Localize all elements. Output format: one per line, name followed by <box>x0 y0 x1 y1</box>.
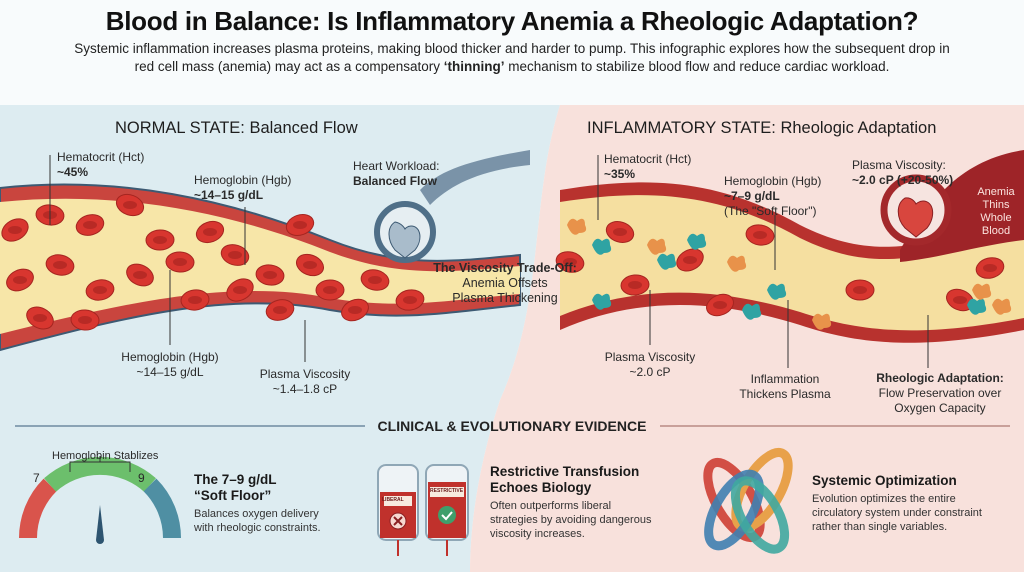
inflam-hgb: Hemoglobin (Hgb)~7–9 g/dL(The "Soft Floo… <box>724 174 822 218</box>
red-blood-cell-center <box>613 228 627 236</box>
red-blood-cell-center <box>713 301 727 309</box>
systemic-knot-icon <box>703 448 793 554</box>
normal-hgb-bottom: Hemoglobin (Hgb)~14–15 g/dL <box>121 350 219 379</box>
subtitle-line-2-end: mechanism to stabilize blood flow and re… <box>504 59 890 74</box>
page-title: Blood in Balance: Is Inflammatory Anemia… <box>105 6 919 36</box>
red-blood-cell-center <box>8 226 22 234</box>
red-blood-cell-center <box>123 201 137 209</box>
gauge-label: Hemoglobin Stablizes <box>52 450 159 462</box>
plasma-protein <box>567 218 587 235</box>
red-blood-cell-center <box>33 314 47 322</box>
inflammatory-heading: INFLAMMATORY STATE: Rheologic Adaptation <box>587 119 937 137</box>
red-blood-cell-center <box>983 264 997 272</box>
normal-hct: Hematocrit (Hct)~45% <box>57 150 145 179</box>
inflam-hct: Hematocrit (Hct)~35% <box>604 152 692 181</box>
heart-normal-icon <box>374 150 530 263</box>
red-blood-cell-center <box>953 296 967 304</box>
rheologic-adaptation: Rheologic Adaptation:Flow Preservation o… <box>876 371 1004 415</box>
red-blood-cell-center <box>173 258 187 266</box>
normal-plasma-viscosity: Plasma Viscosity~1.4–1.8 cP <box>259 367 351 396</box>
plasma-protein <box>767 283 787 300</box>
normal-heading: NORMAL STATE: Balanced Flow <box>115 119 358 137</box>
plasma-protein <box>727 255 747 272</box>
red-blood-cell-center <box>263 271 277 279</box>
subtitle-emphasis: ‘thinning’ <box>443 59 505 74</box>
inflam-pv-bottom: Plasma Viscosity~2.0 cP <box>604 350 696 379</box>
red-blood-cell-center <box>228 251 242 259</box>
plasma-protein <box>967 298 987 315</box>
red-blood-cell-center <box>628 281 642 289</box>
inflammatory-vessel <box>560 150 1024 343</box>
liberal-bag-icon <box>377 464 419 556</box>
hemoglobin-gauge-icon <box>19 456 181 544</box>
red-blood-cell-center <box>13 276 27 284</box>
subtitle-line-2: red cell mass (anemia) may act as a comp… <box>134 59 444 74</box>
red-blood-cell-center <box>753 231 767 239</box>
red-blood-cell-center <box>293 221 307 229</box>
plasma-protein <box>592 293 612 310</box>
red-blood-cell-center <box>853 286 867 294</box>
red-blood-cell-center <box>83 221 97 229</box>
red-blood-cell-center <box>403 296 417 304</box>
red-blood-cell-center <box>303 261 317 269</box>
inflam-pv-top: Plasma Viscosity:~2.0 cP (+20-50%) <box>852 158 954 187</box>
plasma-protein <box>972 283 992 300</box>
plasma-protein <box>992 298 1012 315</box>
red-blood-cell-center <box>203 228 217 236</box>
red-blood-cell-center <box>188 296 202 304</box>
soft-floor-card: The 7–9 g/dL“Soft Floor”Balances oxygen … <box>194 472 321 534</box>
restrictive-bag-label: RESTRICTIVE <box>430 488 464 494</box>
plasma-protein <box>657 253 677 270</box>
plasma-protein <box>592 238 612 255</box>
restrictive-bag-icon <box>425 464 469 556</box>
red-blood-cell-center <box>133 271 147 279</box>
red-blood-cell-center <box>348 306 362 314</box>
red-blood-cell-center <box>233 286 247 294</box>
red-blood-cell-center <box>563 258 577 266</box>
liberal-bag-label: LIBERAL <box>382 497 404 503</box>
subtitle-line-1: Systemic inflammation increases plasma p… <box>74 41 950 56</box>
red-blood-cell-center <box>323 286 337 294</box>
red-blood-cell-center <box>683 256 697 264</box>
heart-inflammatory-icon <box>880 174 952 246</box>
red-blood-cell-center <box>153 236 167 244</box>
red-blood-cell-center <box>93 286 107 294</box>
red-blood-cell-center <box>53 261 67 269</box>
heart-workload-label: Heart Workload:Balanced Flow <box>353 159 440 188</box>
plasma-protein <box>647 238 667 255</box>
subtitle: Systemic inflammation increases plasma p… <box>20 40 1004 76</box>
red-blood-cell-center <box>273 306 287 314</box>
normal-hgb-top: Hemoglobin (Hgb)~14–15 g/dL <box>194 173 292 202</box>
gauge-min-tick: 7 <box>33 471 40 485</box>
red-blood-cell-center <box>368 276 382 284</box>
plasma-protein <box>687 233 707 250</box>
gauge-max-tick: 9 <box>138 471 145 485</box>
plasma-protein <box>812 313 832 330</box>
evidence-heading: CLINICAL & EVOLUTIONARY EVIDENCE <box>377 418 647 434</box>
red-blood-cell-center <box>78 316 92 324</box>
plasma-protein <box>742 303 762 320</box>
